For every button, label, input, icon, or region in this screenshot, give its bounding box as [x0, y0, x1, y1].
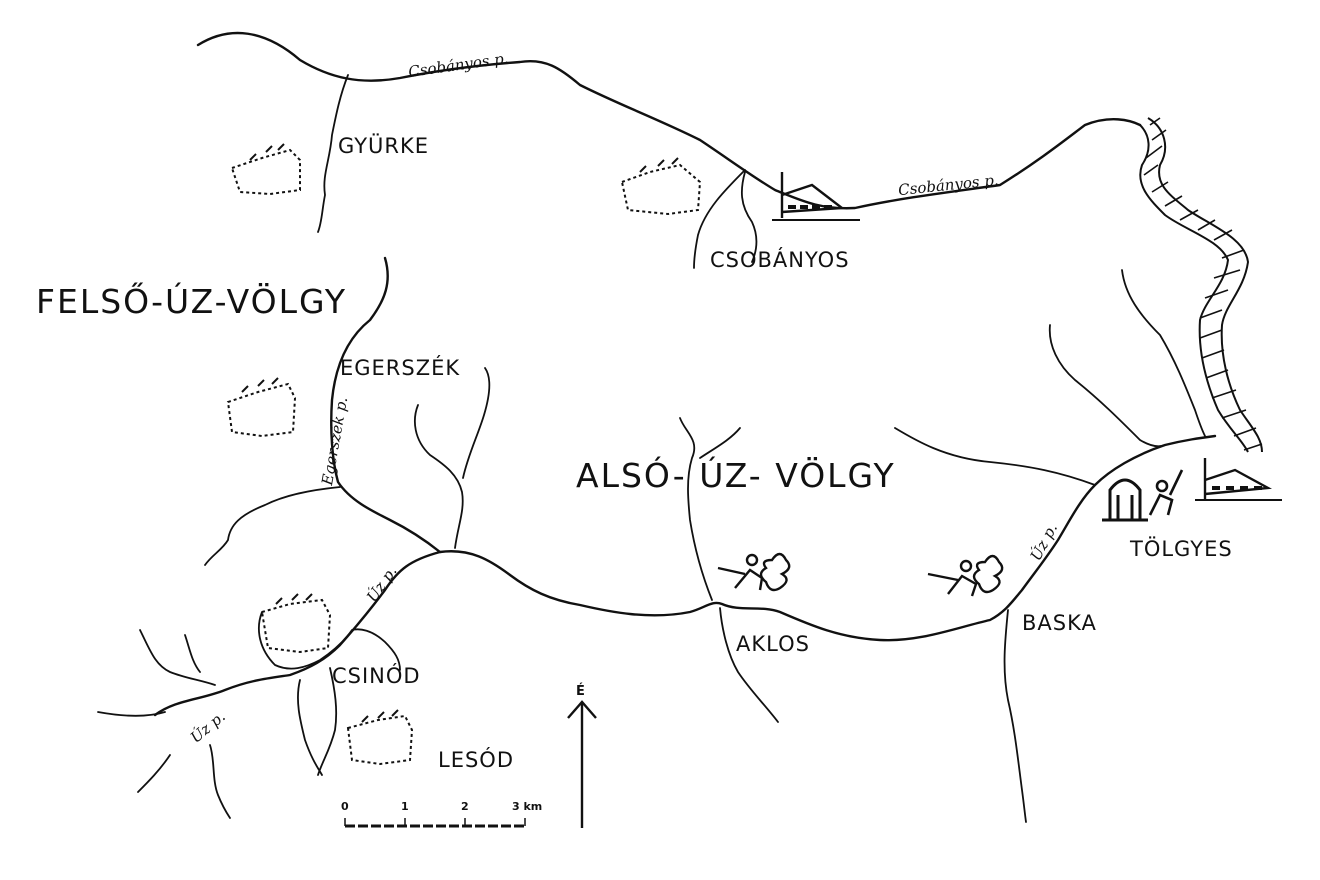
battle-icon-aklos [717, 552, 791, 592]
east-tributary-3 [1121, 269, 1206, 437]
gyurke-stream [317, 74, 349, 233]
aklos-north-tributary-2 [699, 427, 741, 459]
middle-tributary-1 [414, 404, 464, 549]
church-icon-tolgyes [1102, 478, 1148, 522]
egerszek-stream [330, 256, 442, 554]
scale-bar [344, 818, 526, 828]
west-stream-2 [184, 634, 201, 673]
place-tolgyes: TÖLGYES [1130, 537, 1233, 561]
middle-tributary-2 [462, 367, 491, 479]
place-baska: BASKA [1022, 611, 1097, 635]
settlement-csobanyos [620, 157, 702, 216]
aklos-north-tributary [679, 417, 713, 601]
place-csinod: CSINÓD [332, 664, 421, 688]
csobanyos-stream-2 [740, 171, 758, 263]
border-hatching [1143, 117, 1263, 451]
egerszek-west-tributary [204, 486, 341, 566]
southwest-stream-2 [137, 754, 171, 793]
scale-tick-1: 1 [401, 800, 409, 813]
place-lesod: LESÓD [438, 748, 514, 772]
scale-tick-3: 3 km [512, 800, 543, 813]
east-tributary-1 [894, 427, 1096, 486]
west-stream-3 [97, 711, 166, 717]
settlement-lesod [346, 709, 414, 766]
place-egerszek: EGERSZÉK [340, 356, 461, 380]
csinod-stream [297, 679, 323, 776]
scale-tick-0: 0 [341, 800, 349, 813]
baska-south-stream [1003, 609, 1027, 823]
battle-icon-baska [927, 554, 1004, 597]
soldier-icon-tolgyes [1148, 469, 1184, 516]
north-arrow [567, 700, 597, 828]
east-tributary-2 [1048, 324, 1166, 448]
southwest-stream [209, 744, 231, 819]
region-upper-uz-valley: FELSŐ-ÚZ-VÖLGY [36, 282, 348, 321]
factory-icon-csobanyos [772, 172, 860, 221]
csobanyos-river [196, 31, 1142, 210]
region-lower-uz-valley: ALSÓ- ÚZ- VÖLGY [576, 456, 896, 495]
place-gyurke: GYÜRKE [338, 134, 430, 158]
settlement-egerszek [226, 377, 297, 438]
scale-tick-2: 2 [461, 800, 469, 813]
csobanyos-stream-1 [693, 169, 746, 269]
north-label: É [576, 684, 585, 699]
lesod-stream [317, 667, 338, 776]
place-aklos: AKLOS [736, 632, 810, 656]
settlement-gyurke [230, 143, 301, 196]
west-stream-1 [139, 629, 216, 686]
csinod-loop [258, 611, 401, 671]
place-csobanyos: CSOBÁNYOS [710, 248, 850, 272]
aklos-south-stream [719, 607, 779, 723]
factory-icon-tolgyes [1195, 458, 1282, 501]
settlement-csinod [260, 593, 332, 654]
